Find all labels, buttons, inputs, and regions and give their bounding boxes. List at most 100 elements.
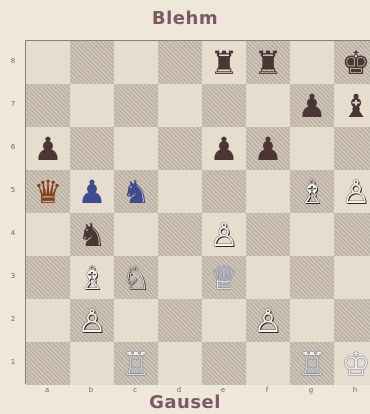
square-a6[interactable]: ♟	[26, 127, 70, 170]
bottom-player-name: Gausel	[0, 392, 370, 413]
square-c6[interactable]	[114, 127, 158, 170]
square-g8[interactable]	[290, 41, 334, 84]
square-h2[interactable]	[334, 299, 370, 342]
black-pawn-a6[interactable]: ♟	[34, 133, 63, 165]
file-label-h: h	[345, 386, 365, 394]
square-b1[interactable]	[70, 342, 114, 385]
white-pawn-f2[interactable]: ♙	[254, 305, 283, 337]
square-e2[interactable]	[202, 299, 246, 342]
rank-label-2: 2	[8, 315, 18, 323]
square-c8[interactable]	[114, 41, 158, 84]
white-pawn-e4[interactable]: ♙	[210, 219, 239, 251]
black-queen-a5[interactable]: ♛	[34, 176, 63, 208]
square-g4[interactable]	[290, 213, 334, 256]
black-knight-b4[interactable]: ♞	[78, 219, 107, 251]
file-label-c: c	[125, 386, 145, 394]
square-a7[interactable]	[26, 84, 70, 127]
square-b3[interactable]: ♗	[70, 256, 114, 299]
square-c2[interactable]	[114, 299, 158, 342]
square-d7[interactable]	[158, 84, 202, 127]
square-f3[interactable]	[246, 256, 290, 299]
white-bishop-b3[interactable]: ♗	[78, 262, 107, 294]
square-g1[interactable]: ♖	[290, 342, 334, 385]
square-h5[interactable]: ♙	[334, 170, 370, 213]
square-d5[interactable]	[158, 170, 202, 213]
rank-label-4: 4	[8, 229, 18, 237]
file-label-f: f	[257, 386, 277, 394]
square-c5[interactable]: ♞	[114, 170, 158, 213]
square-e3[interactable]: ♕	[202, 256, 246, 299]
square-e1[interactable]	[202, 342, 246, 385]
square-b6[interactable]	[70, 127, 114, 170]
square-g7[interactable]: ♟	[290, 84, 334, 127]
black-knight-c5[interactable]: ♞	[122, 176, 151, 208]
square-b4[interactable]: ♞	[70, 213, 114, 256]
square-h1[interactable]: ♔	[334, 342, 370, 385]
black-rook-e8[interactable]: ♜	[210, 47, 239, 79]
square-h6[interactable]	[334, 127, 370, 170]
square-a1[interactable]	[26, 342, 70, 385]
square-g6[interactable]	[290, 127, 334, 170]
square-b8[interactable]	[70, 41, 114, 84]
square-e7[interactable]	[202, 84, 246, 127]
square-h7[interactable]: ♝	[334, 84, 370, 127]
rank-label-5: 5	[8, 186, 18, 194]
square-e6[interactable]: ♟	[202, 127, 246, 170]
black-pawn-e6[interactable]: ♟	[210, 133, 239, 165]
square-f7[interactable]	[246, 84, 290, 127]
chess-board[interactable]: ♜ ♜ ♚ ♟ ♝ ♟ ♟ ♟ ♛ ♟ ♞ ♗ ♙ ♞ ♙ ♗ ♘ ♕ ♙ ♙ ♖ ♖ ♔	[25, 40, 370, 384]
white-knight-c3[interactable]: ♘	[122, 262, 151, 294]
square-c1[interactable]: ♖	[114, 342, 158, 385]
white-pawn-b2[interactable]: ♙	[78, 305, 107, 337]
black-king-h8[interactable]: ♚	[342, 47, 370, 79]
square-c7[interactable]	[114, 84, 158, 127]
square-f5[interactable]	[246, 170, 290, 213]
square-a5[interactable]: ♛	[26, 170, 70, 213]
white-king-h1[interactable]: ♔	[342, 348, 370, 380]
rank-label-3: 3	[8, 272, 18, 280]
square-h4[interactable]	[334, 213, 370, 256]
square-b5[interactable]: ♟	[70, 170, 114, 213]
square-e4[interactable]: ♙	[202, 213, 246, 256]
black-pawn-g7[interactable]: ♟	[298, 90, 327, 122]
file-label-a: a	[37, 386, 57, 394]
white-rook-c1[interactable]: ♖	[122, 348, 151, 380]
square-f4[interactable]	[246, 213, 290, 256]
white-queen-e3[interactable]: ♕	[210, 262, 239, 294]
square-d6[interactable]	[158, 127, 202, 170]
square-a2[interactable]	[26, 299, 70, 342]
square-c3[interactable]: ♘	[114, 256, 158, 299]
square-e5[interactable]	[202, 170, 246, 213]
square-d8[interactable]	[158, 41, 202, 84]
black-rook-f8[interactable]: ♜	[254, 47, 283, 79]
square-g2[interactable]	[290, 299, 334, 342]
square-c4[interactable]	[114, 213, 158, 256]
square-d2[interactable]	[158, 299, 202, 342]
square-d1[interactable]	[158, 342, 202, 385]
square-a8[interactable]	[26, 41, 70, 84]
file-label-g: g	[301, 386, 321, 394]
square-d4[interactable]	[158, 213, 202, 256]
white-bishop-g5[interactable]: ♗	[298, 176, 327, 208]
white-pawn-h5[interactable]: ♙	[342, 176, 370, 208]
square-a4[interactable]	[26, 213, 70, 256]
square-d3[interactable]	[158, 256, 202, 299]
square-h3[interactable]	[334, 256, 370, 299]
square-f6[interactable]: ♟	[246, 127, 290, 170]
square-f2[interactable]: ♙	[246, 299, 290, 342]
black-bishop-h7[interactable]: ♝	[342, 90, 370, 122]
rank-label-7: 7	[8, 100, 18, 108]
square-e8[interactable]: ♜	[202, 41, 246, 84]
square-g5[interactable]: ♗	[290, 170, 334, 213]
square-f8[interactable]: ♜	[246, 41, 290, 84]
black-pawn-f6[interactable]: ♟	[254, 133, 283, 165]
black-pawn-b5[interactable]: ♟	[78, 176, 107, 208]
square-h8[interactable]: ♚	[334, 41, 370, 84]
square-a3[interactable]	[26, 256, 70, 299]
rank-label-6: 6	[8, 143, 18, 151]
square-g3[interactable]	[290, 256, 334, 299]
white-rook-g1[interactable]: ♖	[298, 348, 327, 380]
square-f1[interactable]	[246, 342, 290, 385]
square-b2[interactable]: ♙	[70, 299, 114, 342]
square-b7[interactable]	[70, 84, 114, 127]
